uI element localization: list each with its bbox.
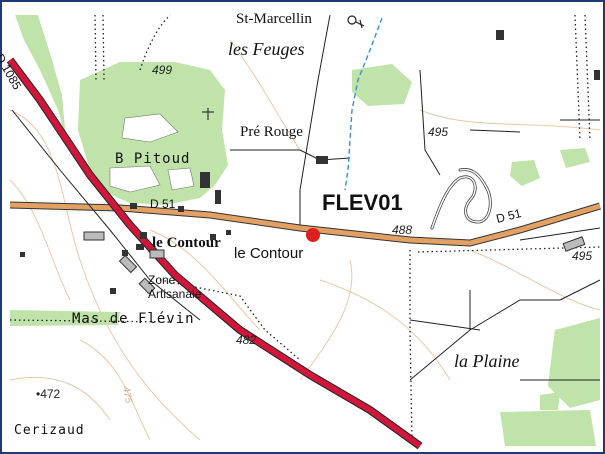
water-stream xyxy=(344,17,383,191)
place-les-feuges: les Feuges xyxy=(228,39,305,59)
place-la-plaine: la Plaine xyxy=(454,351,520,371)
road-label-d51-west: D 51 xyxy=(150,197,176,211)
station-marker xyxy=(306,228,320,242)
hatched-buildings xyxy=(83,231,586,295)
chapel-icon xyxy=(347,15,365,29)
station-label: FLEV01 xyxy=(322,190,403,215)
place-le-contour: le Contour xyxy=(234,245,304,262)
forest-meadow xyxy=(10,310,120,326)
place-le-contour-bold: le Contour xyxy=(152,235,221,251)
forest-cross-icon xyxy=(202,108,214,120)
forest-feuges xyxy=(352,64,412,106)
elevation-488: 488 xyxy=(392,223,413,237)
elevation-475: 475 xyxy=(119,385,134,405)
forest-patch-a xyxy=(540,392,560,410)
contour-lines xyxy=(9,39,601,441)
forest-south-east xyxy=(500,410,596,446)
buildings xyxy=(20,30,600,294)
elevation-472: •472 xyxy=(36,387,61,401)
place-mas-de-flevin: Mas de Flévin xyxy=(72,311,195,327)
railway xyxy=(11,109,201,321)
place-cerizaud: Cerizaud xyxy=(14,423,85,438)
elevation-495-north: 495 xyxy=(428,125,449,139)
forest-strip-west xyxy=(15,15,66,140)
place-pre-rouge: Pré Rouge xyxy=(240,124,303,140)
place-b-pitoud: B Pitoud xyxy=(115,151,191,167)
place-zone-line1: Zone xyxy=(148,273,176,287)
place-zone-line2: Artisanale xyxy=(148,287,202,301)
tracks xyxy=(230,14,601,381)
dotted-paths xyxy=(9,14,601,441)
clearings xyxy=(109,113,195,193)
elevation-495-east: 495 xyxy=(572,249,593,263)
elevation-482: 482 xyxy=(236,333,257,347)
forest-east-small xyxy=(510,160,540,186)
forest-la-plaine xyxy=(548,318,600,408)
elevation-499: 499 xyxy=(152,63,173,77)
place-st-marcellin: St-Marcellin xyxy=(236,11,312,27)
forest-east-2 xyxy=(560,148,590,168)
